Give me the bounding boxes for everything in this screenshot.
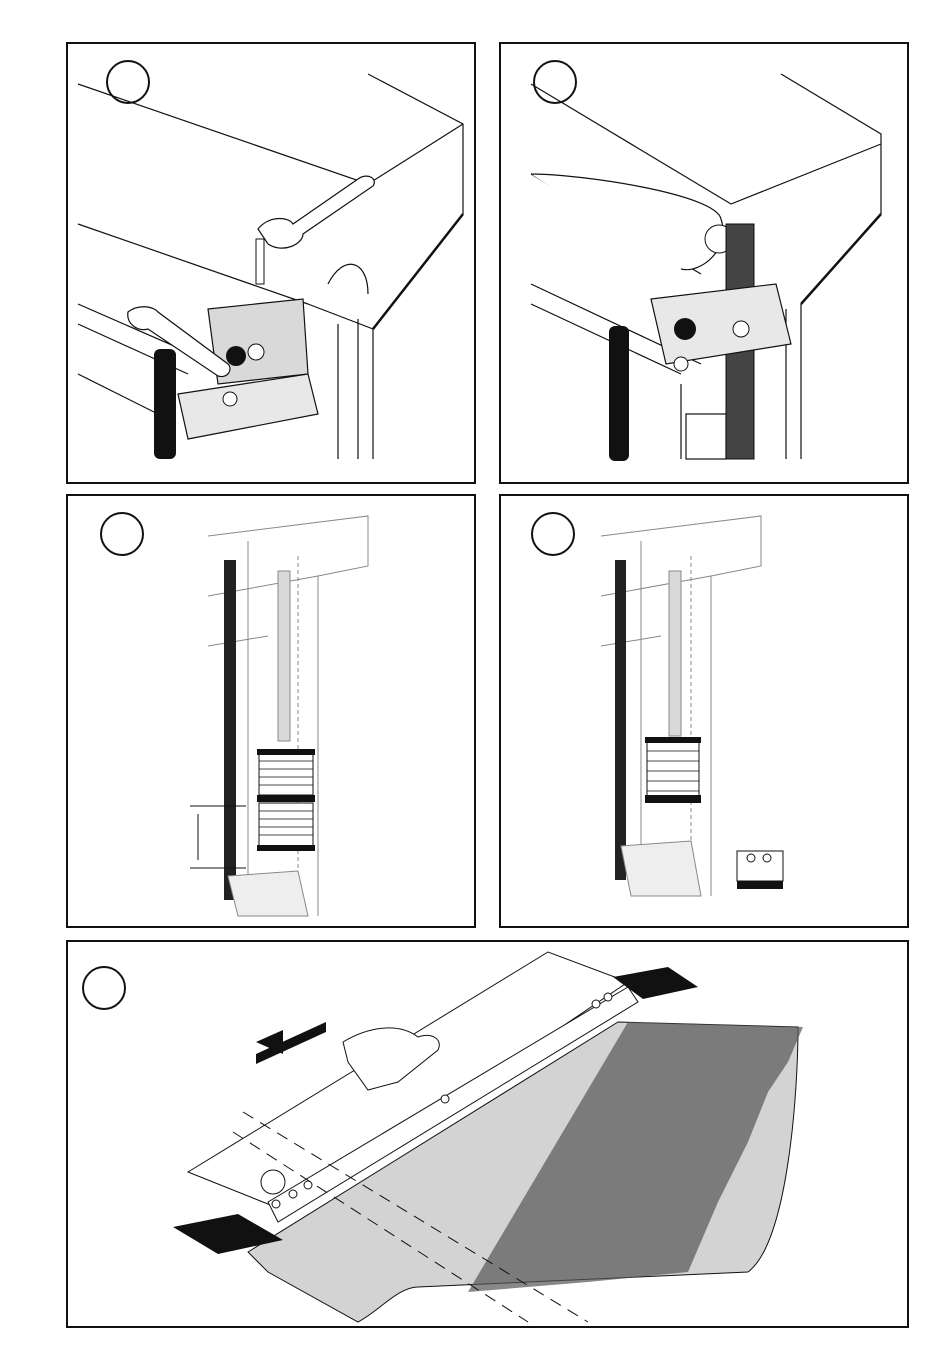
belt-attachment-drawing xyxy=(501,44,907,482)
bottom-bar-insertion-drawing xyxy=(68,942,907,1326)
illustration-panel-3 xyxy=(66,494,476,928)
illustration-panel-2 xyxy=(499,42,909,484)
illustration-panel-1 xyxy=(66,42,476,484)
illustration-panel-5 xyxy=(66,940,909,1328)
counterweight-removed-drawing xyxy=(501,496,907,926)
counterweight-stack-drawing xyxy=(68,496,474,926)
illustration-panel-4 xyxy=(499,494,909,928)
bracket-fastening-drawing xyxy=(68,44,474,482)
